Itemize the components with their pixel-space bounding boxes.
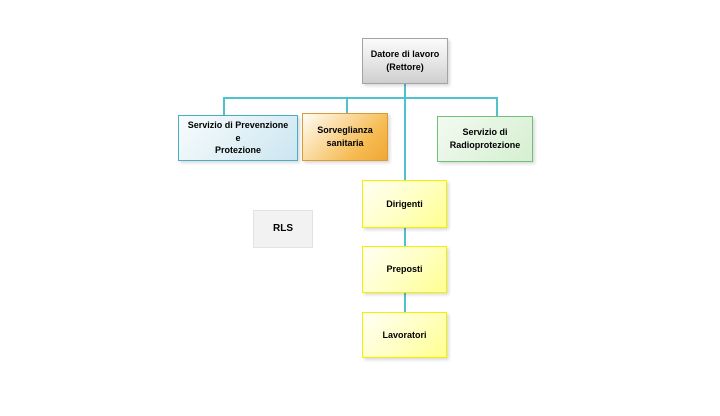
connector-datore-dirigenti — [404, 97, 406, 180]
node-lavoratori: Lavoratori — [362, 312, 447, 358]
node-preposti-label: Preposti — [386, 264, 423, 275]
node-lavoratori-label: Lavoratori — [382, 329, 427, 340]
connector-dirigenti-preposti — [404, 228, 406, 246]
node-servizio-prevenzione-protezione-label: Servizio di Prevenzione e Protezione — [187, 120, 289, 156]
connector-datore-stem — [404, 84, 406, 98]
connector-drop-sorveglianza — [346, 97, 348, 114]
node-preposti: Preposti — [362, 246, 447, 293]
node-rls: RLS — [253, 210, 313, 248]
node-rls-label: RLS — [273, 223, 293, 234]
connector-drop-prevenzione — [223, 97, 225, 116]
node-servizio-radioprotezione: Servizio di Radioprotezione — [437, 116, 533, 162]
node-dirigenti-label: Dirigenti — [386, 198, 423, 209]
node-dirigenti: Dirigenti — [362, 180, 447, 228]
connector-horizontal-bus — [223, 97, 498, 99]
node-sorveglianza-sanitaria-label: Sorveglianza sanitaria — [317, 125, 373, 148]
connector-drop-radioprotezione — [496, 97, 498, 117]
node-datore-di-lavoro: Datore di lavoro (Rettore) — [362, 38, 448, 84]
node-sorveglianza-sanitaria: Sorveglianza sanitaria — [302, 113, 388, 161]
connector-preposti-lavoratori — [404, 293, 406, 312]
node-servizio-prevenzione-protezione: Servizio di Prevenzione e Protezione — [178, 115, 298, 161]
node-servizio-radioprotezione-label: Servizio di Radioprotezione — [449, 127, 521, 150]
node-datore-di-lavoro-label: Datore di lavoro (Rettore) — [370, 49, 440, 72]
